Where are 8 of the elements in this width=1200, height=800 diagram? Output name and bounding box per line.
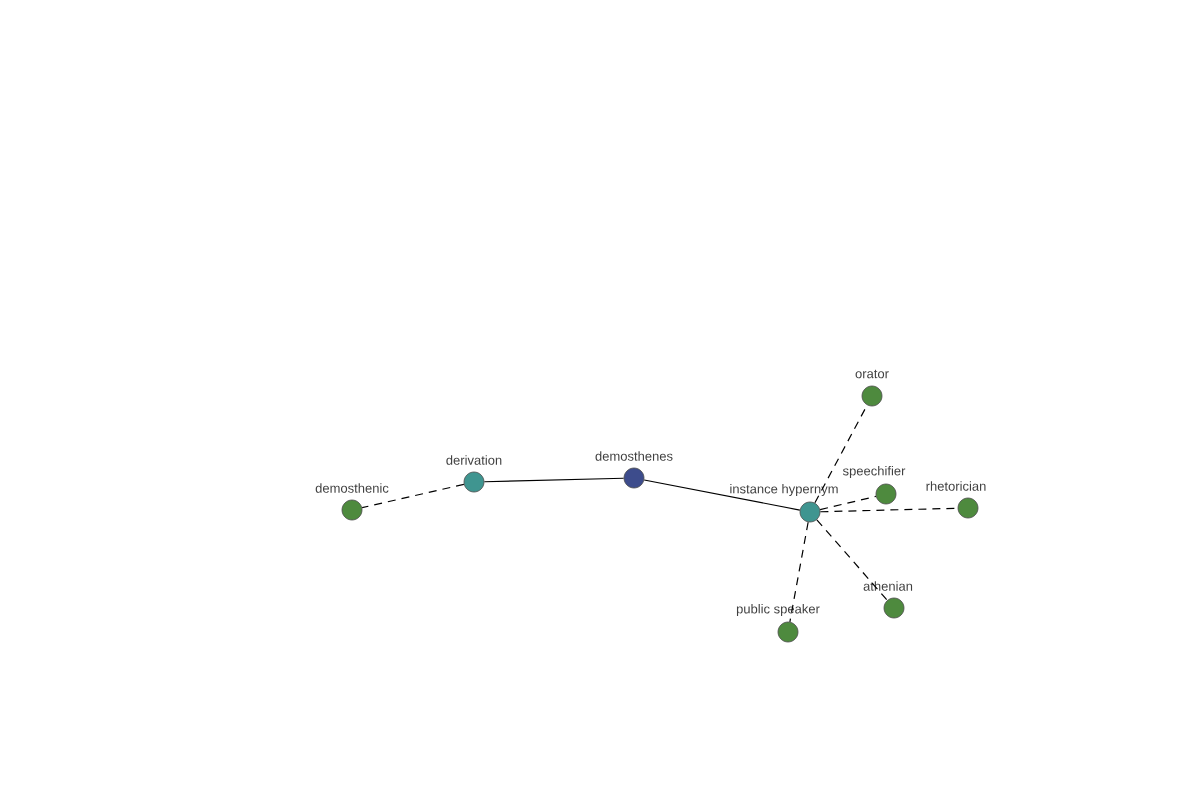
edge-line <box>483 477 625 483</box>
edge-line <box>361 483 465 509</box>
edge-line <box>643 479 801 511</box>
edge-line <box>819 495 877 511</box>
edge-line <box>814 404 868 504</box>
edge-line <box>816 519 888 601</box>
edge-line <box>819 507 959 513</box>
edge-line <box>789 521 809 623</box>
